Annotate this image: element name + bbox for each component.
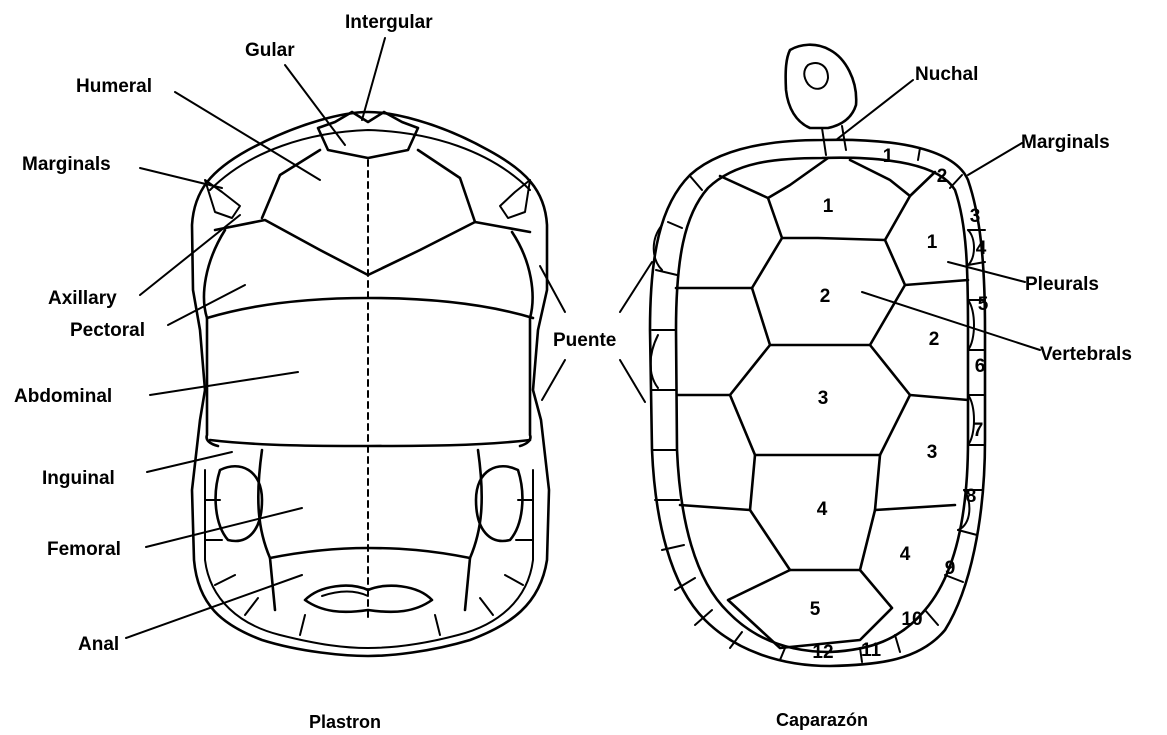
- label-anal: Anal: [78, 634, 119, 655]
- pleural-front-left: [720, 176, 768, 198]
- leader-nuchal: [836, 80, 913, 140]
- pectoral-abdominal-seam: [207, 298, 533, 318]
- pleural-front-right: [910, 172, 935, 196]
- marginal-number-6: 6: [975, 356, 986, 377]
- anal-notch: [305, 586, 432, 612]
- plastron-right-lobe: [512, 232, 533, 446]
- right-inguinal-opening: [476, 466, 522, 541]
- plastron-drawing: [192, 112, 549, 656]
- marginal-number-8: 8: [966, 486, 977, 507]
- leader-humeral: [175, 92, 320, 180]
- leader-axillary: [140, 215, 240, 295]
- vertebral-number-5: 5: [810, 599, 821, 620]
- pleural-number-3: 3: [927, 442, 938, 463]
- abdominal-femoral-seam: [210, 440, 530, 446]
- label-carapace-marginals: Marginals: [1021, 132, 1110, 153]
- femoral-right-side: [465, 450, 482, 610]
- label-humeral: Humeral: [76, 76, 152, 97]
- label-pectoral: Pectoral: [70, 320, 145, 341]
- vertebral-number-3: 3: [818, 388, 829, 409]
- anal-inner: [322, 592, 368, 597]
- carapace-drawing: [650, 45, 985, 666]
- turtle-head: [786, 45, 857, 128]
- marginal-number-12: 12: [812, 642, 833, 663]
- carapace-leaders: [836, 80, 1040, 350]
- leader-pleurals: [948, 262, 1025, 282]
- label-puente: Puente: [553, 330, 616, 351]
- pleural-number-2: 2: [929, 329, 940, 350]
- vertebral-1: [768, 158, 910, 240]
- leader-gular: [285, 65, 345, 145]
- left-inguinal-opening: [216, 466, 262, 541]
- pleural-number-4: 4: [900, 544, 911, 565]
- puente-arrow-left-down: [542, 360, 565, 400]
- label-axillary: Axillary: [48, 288, 117, 309]
- plastron-outline: [192, 112, 549, 656]
- puente-arrow-right-down: [620, 360, 645, 402]
- label-plastron-marginals: Marginals: [22, 154, 111, 175]
- leader-abdominal: [150, 372, 298, 395]
- marginal-number-5: 5: [978, 294, 989, 315]
- marginal-number-1: 1: [883, 146, 894, 167]
- marginal-number-10: 10: [901, 609, 922, 630]
- bridge-callout: Puente: [540, 262, 652, 402]
- pleural-seams-left: [676, 288, 752, 510]
- vertebral-4: [750, 455, 880, 570]
- plastron-left-lobe: [204, 230, 225, 446]
- humero-pectoral-seam: [215, 220, 530, 275]
- leader-intergular: [362, 38, 385, 120]
- marginal-number-4: 4: [976, 238, 987, 259]
- marginal-number-2: 2: [937, 166, 948, 187]
- marginal-number-3: 3: [970, 206, 981, 227]
- gular-notch: [318, 112, 418, 158]
- femoral-anal-seam: [270, 548, 470, 558]
- carapace-caption: Caparazón: [776, 710, 868, 730]
- label-abdominal: Abdominal: [14, 386, 112, 407]
- label-pleurals: Pleurals: [1025, 274, 1099, 295]
- marginal-number-11: 11: [861, 640, 882, 661]
- plastron-caption: Plastron: [309, 712, 381, 732]
- leader-femoral: [146, 508, 302, 547]
- marginal-number-9: 9: [945, 558, 956, 579]
- left-marginal-ticks: [652, 176, 785, 660]
- turtle-head-eye: [804, 63, 828, 89]
- plastron-inner-rim: [210, 130, 530, 190]
- vertebral-number-2: 2: [820, 286, 831, 307]
- label-nuchal: Nuchal: [915, 64, 978, 85]
- label-femoral: Femoral: [47, 539, 121, 560]
- marginal-number-7: 7: [973, 420, 984, 441]
- pleural-number-1: 1: [927, 232, 938, 253]
- vertebral-number-1: 1: [823, 196, 834, 217]
- label-vertebrals: Vertebrals: [1040, 344, 1132, 365]
- leader-vertebrals: [862, 292, 1040, 350]
- vertebral-number-4: 4: [817, 499, 828, 520]
- puente-arrow-right-up: [620, 262, 652, 312]
- leader-carapace-marginals: [968, 143, 1022, 175]
- label-inguinal: Inguinal: [42, 468, 115, 489]
- label-intergular: Intergular: [345, 12, 433, 33]
- label-gular: Gular: [245, 40, 295, 61]
